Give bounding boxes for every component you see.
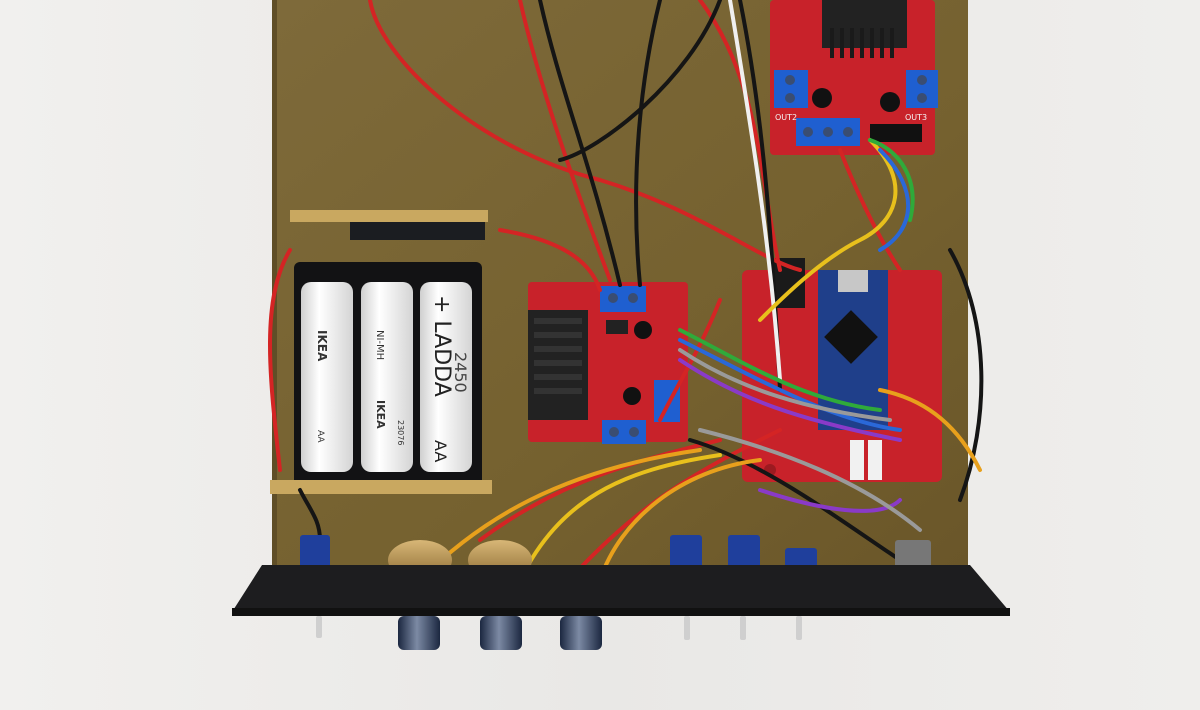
battery-cell-3 [420,282,472,472]
toggle-lever-1 [316,616,322,638]
cell-3-size: AA [431,440,450,462]
cell-2-code: 23076 [396,420,405,445]
cell-3-label: + LADDA [429,295,454,397]
cell-2-type: NI-MH [374,330,385,360]
front-plate [232,565,1010,612]
cell-2-brand: IKEA [374,400,387,429]
wiring-harness [268,0,984,592]
knob-3 [560,616,602,650]
toggle-lever-4 [796,616,802,640]
motor-driver-middle [528,282,688,444]
toggle-lever-3 [740,616,746,640]
battery-pack: IKEA NI-MH IKEA 23076 + LADDA 2450 AA AA [270,210,492,494]
battery-cell-1 [301,282,353,472]
front-knobs [398,616,602,650]
cell-1-brand: IKEA [315,330,329,362]
toggle-switch-levers [316,616,802,640]
knob-2 [480,616,522,650]
motor-driver-top: OUT2 OUT3 [770,0,938,155]
battery-cell-2 [361,282,413,472]
knob-1 [398,616,440,650]
out2-label: OUT2 [775,113,797,122]
cell-3-capacity: 2450 [451,352,470,393]
cell-1-size: AA [315,430,325,443]
out3-label: OUT3 [905,113,927,122]
toggle-lever-2 [684,616,690,640]
